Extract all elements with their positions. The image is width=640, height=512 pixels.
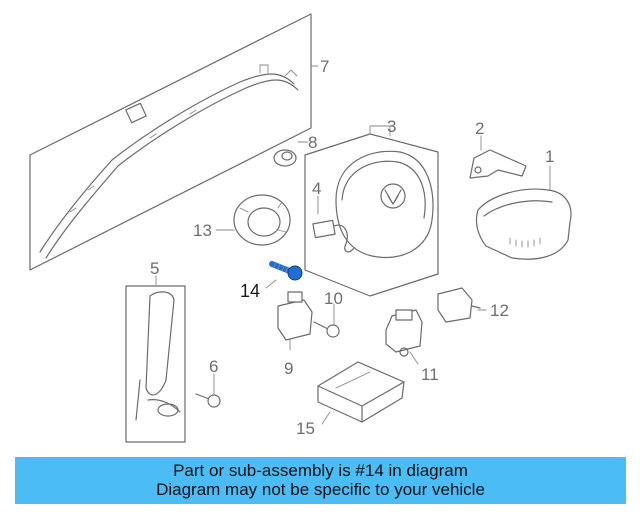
callout-13: 13 xyxy=(193,221,212,240)
caption-line-1: Part or sub-assembly is #14 in diagram xyxy=(173,461,468,480)
part-10-screw xyxy=(313,321,340,338)
part-5-side-airbag xyxy=(125,285,186,443)
part-7-curtain-airbag xyxy=(29,13,312,271)
parts-diagram: 7 8 3 2 1 4 13 14 5 6 9 10 11 12 15 xyxy=(29,13,572,443)
caption-line-2: Diagram may not be specific to your vehi… xyxy=(156,480,485,499)
part-3-steering-wheel-airbag xyxy=(304,133,439,297)
callout-8: 8 xyxy=(308,133,317,152)
callout-15: 15 xyxy=(296,419,315,438)
callout-2: 2 xyxy=(475,119,484,138)
leader-lines xyxy=(155,65,551,425)
part-15-control-module xyxy=(317,361,405,423)
callout-labels: 7 8 3 2 1 4 13 14 5 6 9 10 11 12 15 xyxy=(150,57,554,438)
part-8-grommet xyxy=(273,149,297,167)
part-4-connector xyxy=(312,219,355,253)
part-11-sensor xyxy=(385,309,423,357)
callout-9: 9 xyxy=(284,359,293,378)
part-6-bolt xyxy=(195,393,221,408)
part-13-clock-spring xyxy=(233,194,291,246)
callout-4: 4 xyxy=(312,179,321,198)
callout-3: 3 xyxy=(387,117,396,136)
part-2-bracket xyxy=(469,149,527,179)
callout-5: 5 xyxy=(150,259,159,278)
callout-6: 6 xyxy=(209,357,218,376)
callout-14: 14 xyxy=(240,281,260,301)
part-9-sensor xyxy=(277,291,313,341)
part-12-sensor xyxy=(437,287,481,323)
callout-11: 11 xyxy=(421,365,439,384)
caption-bar: Part or sub-assembly is #14 in diagram D… xyxy=(15,457,626,504)
callout-12: 12 xyxy=(490,301,509,320)
callout-10: 10 xyxy=(324,289,343,308)
callout-1: 1 xyxy=(545,147,554,166)
part-14-bolt xyxy=(269,261,303,281)
part-1-passenger-airbag xyxy=(475,188,572,260)
callout-7: 7 xyxy=(320,57,329,76)
